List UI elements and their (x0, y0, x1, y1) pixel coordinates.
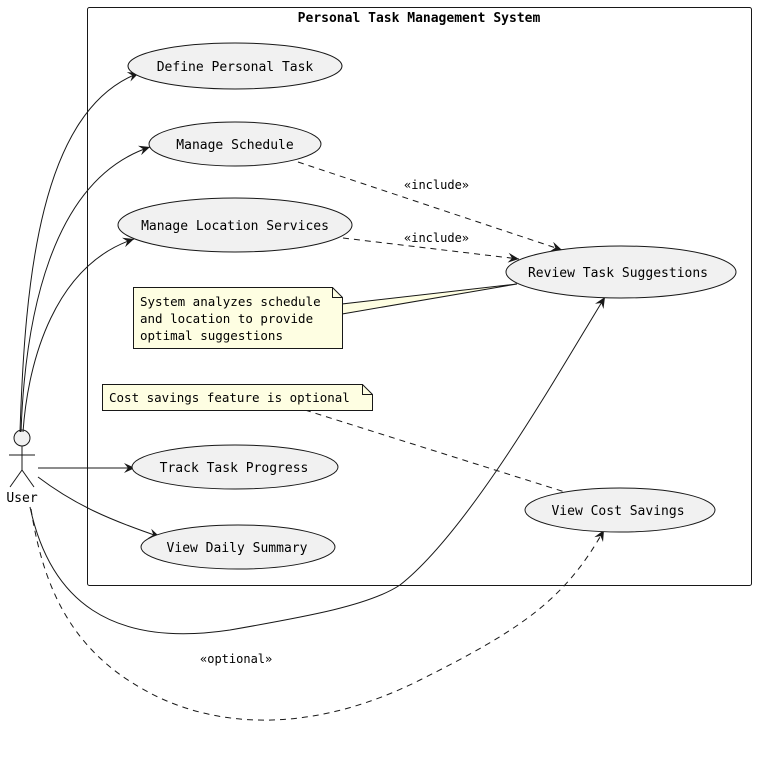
use-case-schedule: Manage Schedule (148, 121, 322, 167)
use-case-track-label: Track Task Progress (160, 461, 309, 476)
use-case-define: Define Personal Task (127, 42, 343, 90)
use-case-review: Review Task Suggestions (505, 245, 737, 299)
use-case-schedule-label: Manage Schedule (176, 138, 294, 153)
use-case-location: Manage Location Services (117, 197, 353, 253)
note-analysis-connector (341, 283, 518, 315)
include-label-schedule: «include» (404, 178, 469, 192)
use-case-summary-label: View Daily Summary (167, 541, 308, 556)
assoc-savings-optional (30, 508, 605, 721)
actor-label: User (6, 491, 37, 506)
note-optional: Cost savings feature is optional (102, 384, 373, 411)
note-optional-connector (304, 409, 569, 494)
use-case-summary: View Daily Summary (140, 524, 336, 570)
assoc-location (22, 237, 135, 433)
assoc-define (19, 72, 140, 433)
include-label-location: «include» (404, 231, 469, 245)
system-title: Personal Task Management System (298, 11, 541, 26)
include-location (342, 237, 520, 263)
use-case-track: Track Task Progress (131, 444, 339, 490)
note-analysis-line-1: System analyzes schedule (140, 294, 321, 309)
system-boundary (87, 7, 752, 586)
use-case-location-label: Manage Location Services (141, 219, 329, 234)
note-analysis: System analyzes schedule and location to… (133, 287, 343, 349)
assoc-summary (37, 476, 161, 539)
use-case-savings-label: View Cost Savings (551, 504, 684, 519)
use-case-savings: View Cost Savings (524, 487, 716, 533)
assoc-schedule (20, 145, 151, 433)
include-schedule (297, 161, 563, 252)
assoc-review (29, 296, 606, 635)
note-analysis-line-3: optimal suggestions (140, 328, 283, 343)
use-case-review-label: Review Task Suggestions (528, 266, 708, 281)
note-optional-text: Cost savings feature is optional (109, 390, 350, 405)
user-actor (9, 429, 35, 488)
use-case-define-label: Define Personal Task (157, 60, 314, 75)
actor-head (13, 429, 31, 447)
optional-label: «optional» (200, 652, 272, 666)
note-analysis-line-2: and location to provide (140, 311, 313, 326)
